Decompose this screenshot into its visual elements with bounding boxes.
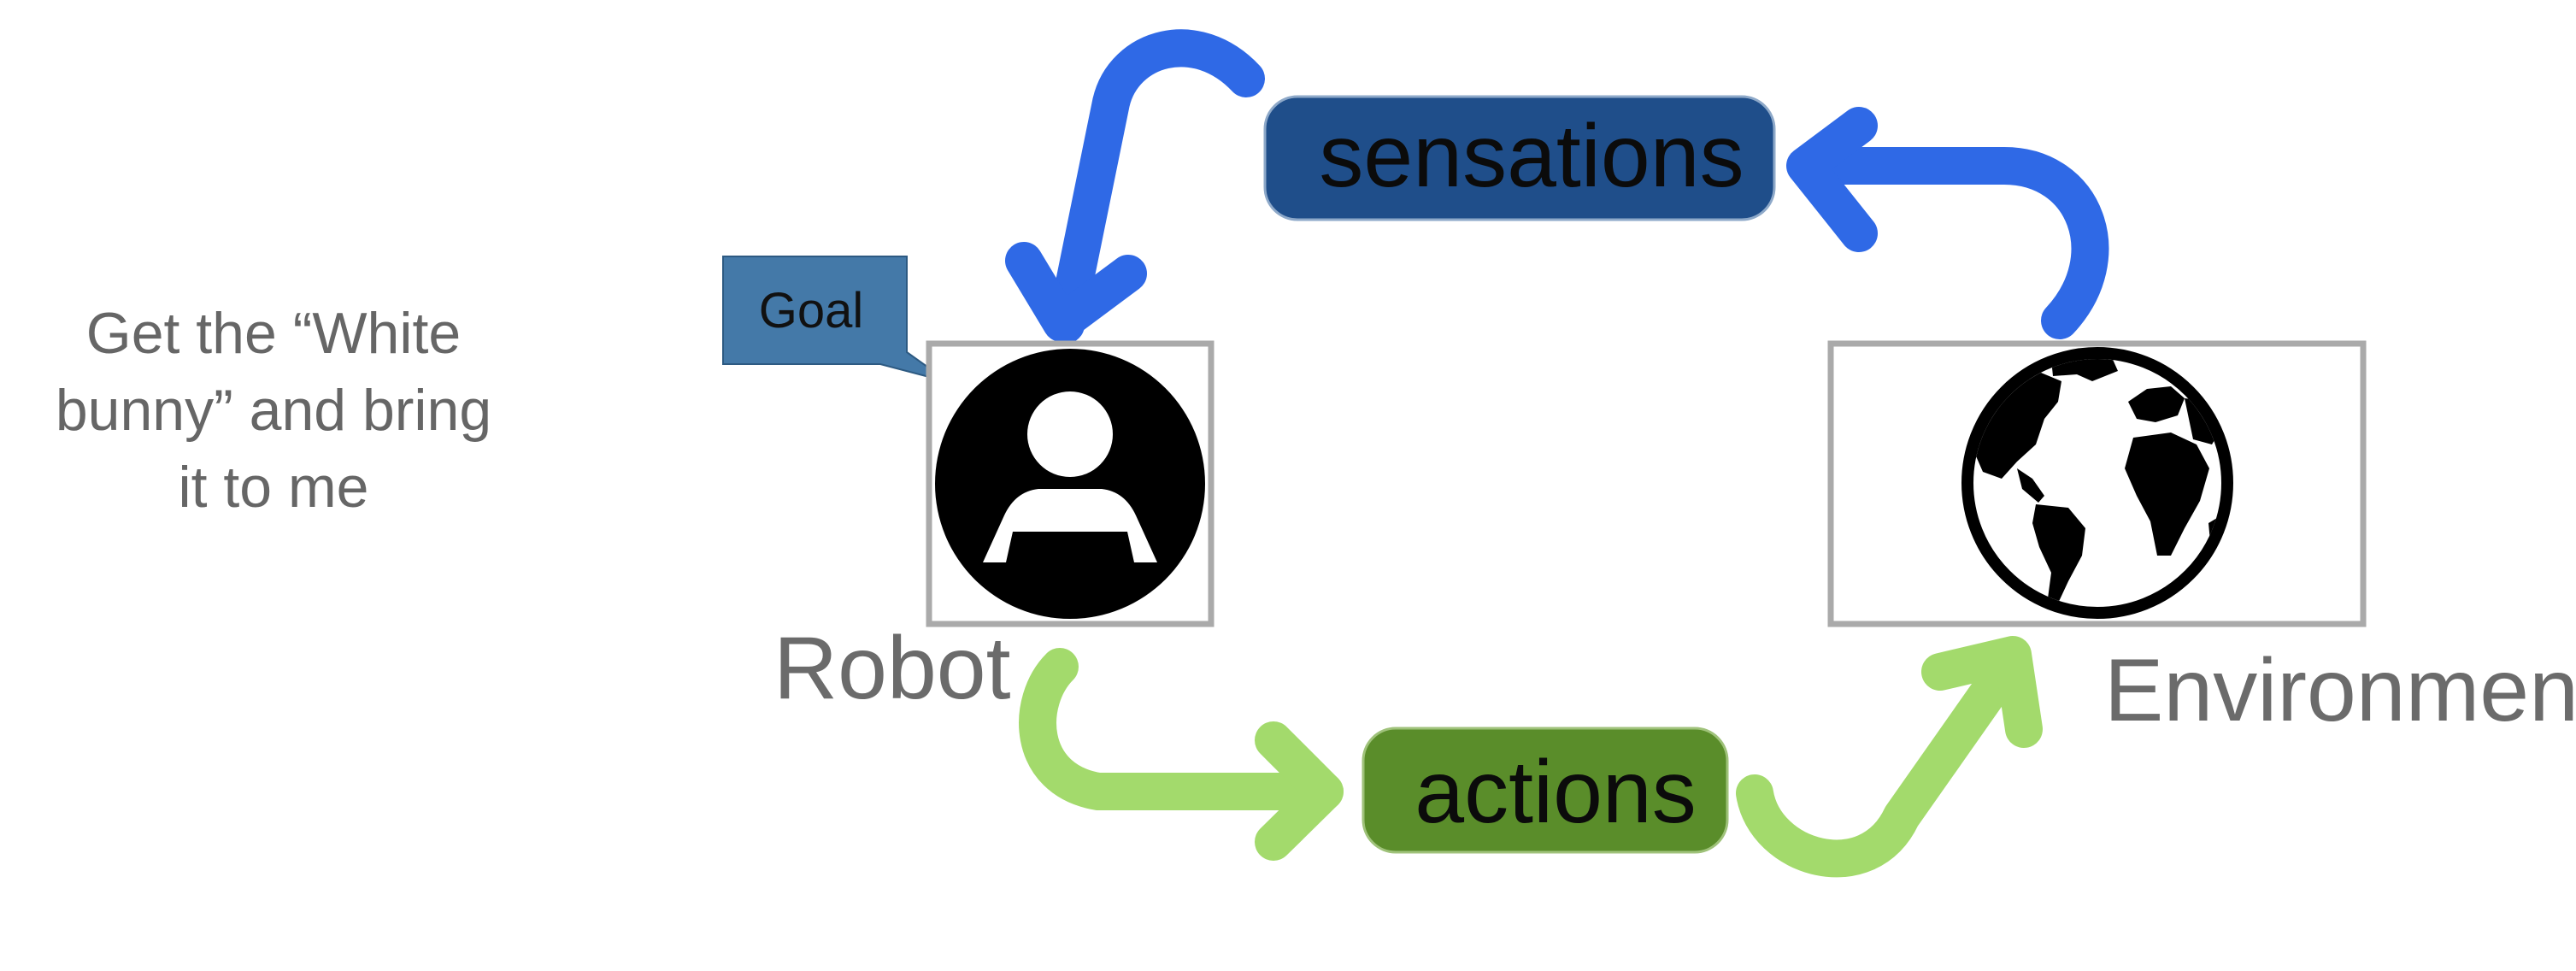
environment-node bbox=[1827, 340, 2367, 627]
globe-icon bbox=[1961, 347, 2233, 619]
goal-callout: Goal bbox=[722, 256, 950, 383]
goal-description-line-2: bunny” and bring bbox=[55, 378, 492, 443]
sensations-box: sensations bbox=[1263, 95, 1776, 221]
goal-description-line-1: Get the “White bbox=[85, 301, 462, 366]
sensations-label: sensations bbox=[1319, 107, 1744, 206]
goal-description: Get the “White bunny” and bring it to me bbox=[0, 295, 547, 526]
goal-description-line-3: it to me bbox=[178, 455, 369, 520]
environment-label: Environment bbox=[2104, 641, 2576, 740]
sensations-arrow-left bbox=[1005, 29, 1265, 344]
robot-label: Robot bbox=[773, 619, 1011, 718]
actions-arrow-right bbox=[1736, 636, 2043, 878]
robot-node bbox=[926, 340, 1214, 627]
sensations-arrow-right bbox=[1786, 107, 2109, 339]
actions-box: actions bbox=[1362, 727, 1729, 854]
person-icon bbox=[935, 349, 1205, 619]
actions-label: actions bbox=[1414, 743, 1697, 842]
goal-callout-label: Goal bbox=[759, 283, 864, 338]
actions-arrow-left bbox=[1019, 648, 1344, 861]
